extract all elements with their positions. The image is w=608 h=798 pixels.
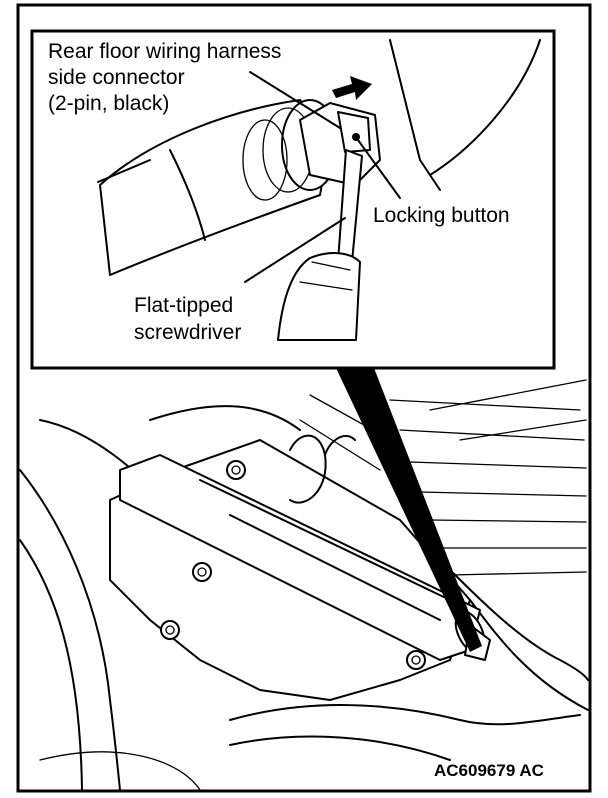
screwdriver-leader xyxy=(244,217,346,283)
inset-detail: Rear floor wiring harness side connector… xyxy=(30,29,556,370)
connector-leader xyxy=(249,71,341,129)
locking-button-label: Locking button xyxy=(373,204,510,227)
screwdriver-label-line2: screwdriver xyxy=(134,321,241,344)
direction-arrow-icon xyxy=(332,76,372,100)
lower-scene xyxy=(19,379,589,791)
figure-code: AC609679 AC xyxy=(434,761,544,780)
locking-button-leader xyxy=(357,139,401,199)
bolt-icon xyxy=(160,460,426,670)
floor-hatching xyxy=(299,379,587,576)
screwdriver-label-line1: Flat-tipped xyxy=(134,294,233,317)
connector-label-line1: Rear floor wiring harness xyxy=(48,40,281,63)
detail-pointer xyxy=(336,368,482,652)
connector-label-line3: (2-pin, black) xyxy=(48,92,169,115)
connector-label-line2: side connector xyxy=(48,66,185,89)
